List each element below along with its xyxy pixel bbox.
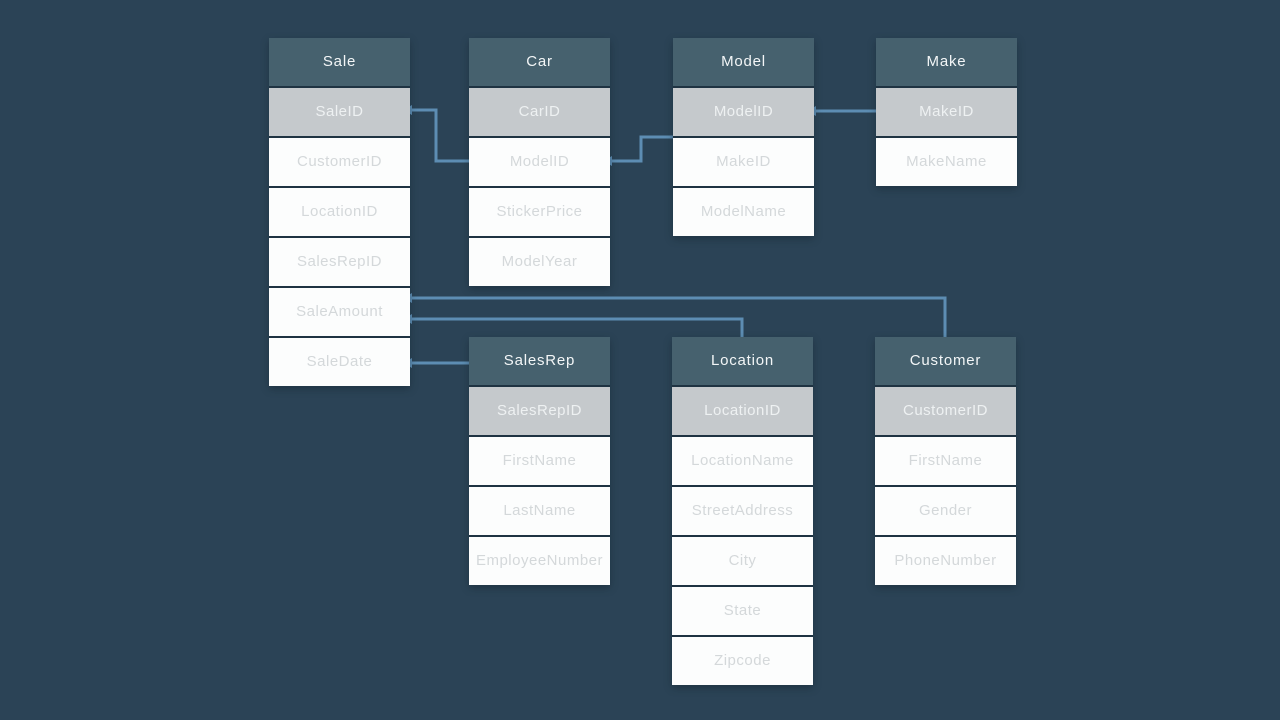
field-row-makename: MakeName: [876, 138, 1017, 186]
primary-key-row-modelid: ModelID: [673, 88, 814, 136]
field-row-stickerprice: StickerPrice: [469, 188, 610, 236]
table-title-make: Make: [876, 38, 1017, 86]
field-row-lastname: LastName: [469, 487, 610, 535]
connector-car-to-model: [610, 135, 673, 163]
field-row-locationid: LocationID: [269, 188, 410, 236]
field-row-modelname: ModelName: [673, 188, 814, 236]
connector-sale-to-car: [410, 108, 469, 163]
table-title-customer: Customer: [875, 337, 1016, 385]
field-row-firstname: FirstName: [875, 437, 1016, 485]
connector-sale-to-customer: [410, 296, 947, 337]
primary-key-row-customerid: CustomerID: [875, 387, 1016, 435]
table-title-car: Car: [469, 38, 610, 86]
field-row-modelid: ModelID: [469, 138, 610, 186]
field-row-modelyear: ModelYear: [469, 238, 610, 286]
field-row-makeid: MakeID: [673, 138, 814, 186]
field-row-streetaddress: StreetAddress: [672, 487, 813, 535]
primary-key-row-locationid: LocationID: [672, 387, 813, 435]
table-title-location: Location: [672, 337, 813, 385]
field-row-saledate: SaleDate: [269, 338, 410, 386]
table-title-sale: Sale: [269, 38, 410, 86]
field-row-employeenumber: EmployeeNumber: [469, 537, 610, 585]
field-row-customerid: CustomerID: [269, 138, 410, 186]
table-title-model: Model: [673, 38, 814, 86]
table-title-salesrep: SalesRep: [469, 337, 610, 385]
field-row-salesrepid: SalesRepID: [269, 238, 410, 286]
field-row-firstname: FirstName: [469, 437, 610, 485]
field-row-locationname: LocationName: [672, 437, 813, 485]
connector-sale-to-location: [410, 317, 744, 337]
primary-key-row-salesrepid: SalesRepID: [469, 387, 610, 435]
field-row-phonenumber: PhoneNumber: [875, 537, 1016, 585]
primary-key-row-makeid: MakeID: [876, 88, 1017, 136]
primary-key-row-carid: CarID: [469, 88, 610, 136]
field-row-zipcode: Zipcode: [672, 637, 813, 685]
primary-key-row-saleid: SaleID: [269, 88, 410, 136]
field-row-city: City: [672, 537, 813, 585]
field-row-state: State: [672, 587, 813, 635]
field-row-gender: Gender: [875, 487, 1016, 535]
field-row-saleamount: SaleAmount: [269, 288, 410, 336]
